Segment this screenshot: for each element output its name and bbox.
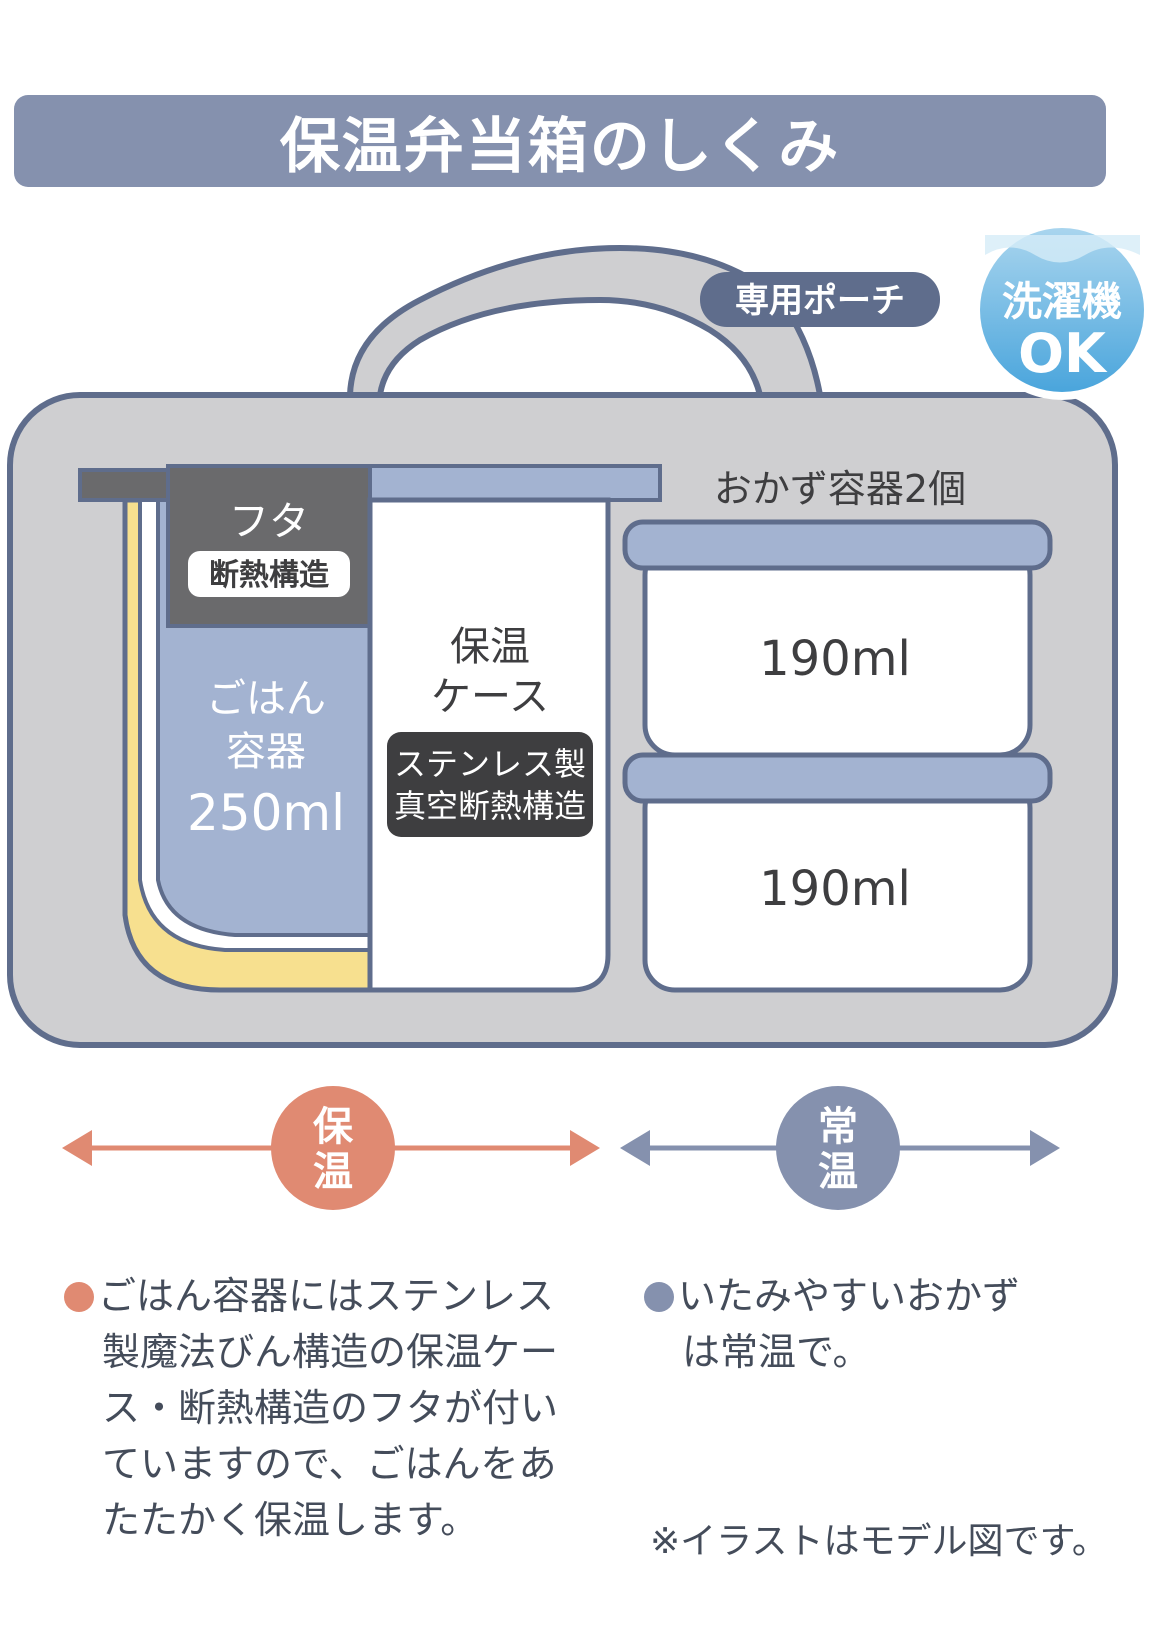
page-title: 保温弁当箱のしくみ: [279, 111, 841, 182]
pouch-handle: [346, 244, 824, 398]
case-label-line1: 保温: [450, 624, 530, 670]
room-description-line: いたみやすいおかず: [678, 1274, 1021, 1318]
room-zone-line1: 常: [818, 1104, 858, 1150]
badge-line2: OK: [1018, 322, 1108, 385]
case-tag-box: [387, 732, 593, 837]
warm-description: ごはん容器にはステンレス 製魔法びん構造の保温ケー ス・断熱構造のフタが付い て…: [64, 1268, 604, 1548]
room-description-line: は常温で。: [682, 1330, 871, 1374]
side-container-top: 190ml: [622, 519, 1053, 758]
warm-description-line: ていますので、ごはんをあ: [102, 1442, 557, 1486]
rice-label-line1: ごはん: [206, 676, 326, 722]
room-description: いたみやすいおかず は常温で。: [644, 1268, 1084, 1380]
warm-zone-circle: [271, 1086, 395, 1210]
lid-tag: 断熱構造: [209, 558, 329, 593]
rice-lid: [166, 464, 372, 628]
badge-line1: 洗濯機: [1002, 279, 1122, 325]
warm-zone-line2: 温: [313, 1149, 353, 1195]
side-containers-heading: おかず容器2個: [714, 467, 966, 511]
room-zone-arrow: 常 温: [620, 1086, 1060, 1210]
warm-description-line: たたかく保温します。: [102, 1498, 479, 1542]
model-note: ※イラストはモデル図です。: [650, 1521, 1108, 1562]
warm-description-line: ス・断熱構造のフタが付い: [102, 1386, 559, 1430]
rice-label-line2: 容器: [226, 729, 306, 775]
case-tag-line2: 真空断熱構造: [394, 787, 586, 825]
insulated-case-lid: [368, 464, 662, 502]
warm-description-line: ごはん容器にはステンレス: [98, 1274, 555, 1318]
lid-tag-box: [188, 551, 350, 597]
pouch-label-pill: [700, 272, 940, 327]
room-zone-line2: 温: [818, 1149, 858, 1195]
side-container-top-volume: 190ml: [759, 631, 911, 687]
pouch-label: 専用ポーチ: [735, 281, 905, 321]
warm-zone-line1: 保: [313, 1104, 354, 1150]
bullet-dot-room: [644, 1282, 674, 1312]
warm-zone-arrow: 保 温: [62, 1086, 600, 1210]
washing-machine-badge: 洗濯機 OK: [972, 220, 1152, 400]
bullet-dot-warm: [64, 1282, 94, 1312]
case-label-line2: ケース: [431, 674, 549, 720]
case-tag-line1: ステンレス製: [394, 745, 586, 783]
side-container-bottom-volume: 190ml: [759, 861, 911, 917]
side-container-bottom: 190ml: [622, 752, 1053, 993]
rice-volume: 250ml: [187, 784, 345, 842]
title-bar: 保温弁当箱のしくみ: [14, 95, 1106, 187]
lid-label: フタ: [229, 499, 309, 545]
warm-description-line: 製魔法びん構造の保温ケー: [102, 1330, 559, 1374]
room-zone-circle: [776, 1086, 900, 1210]
